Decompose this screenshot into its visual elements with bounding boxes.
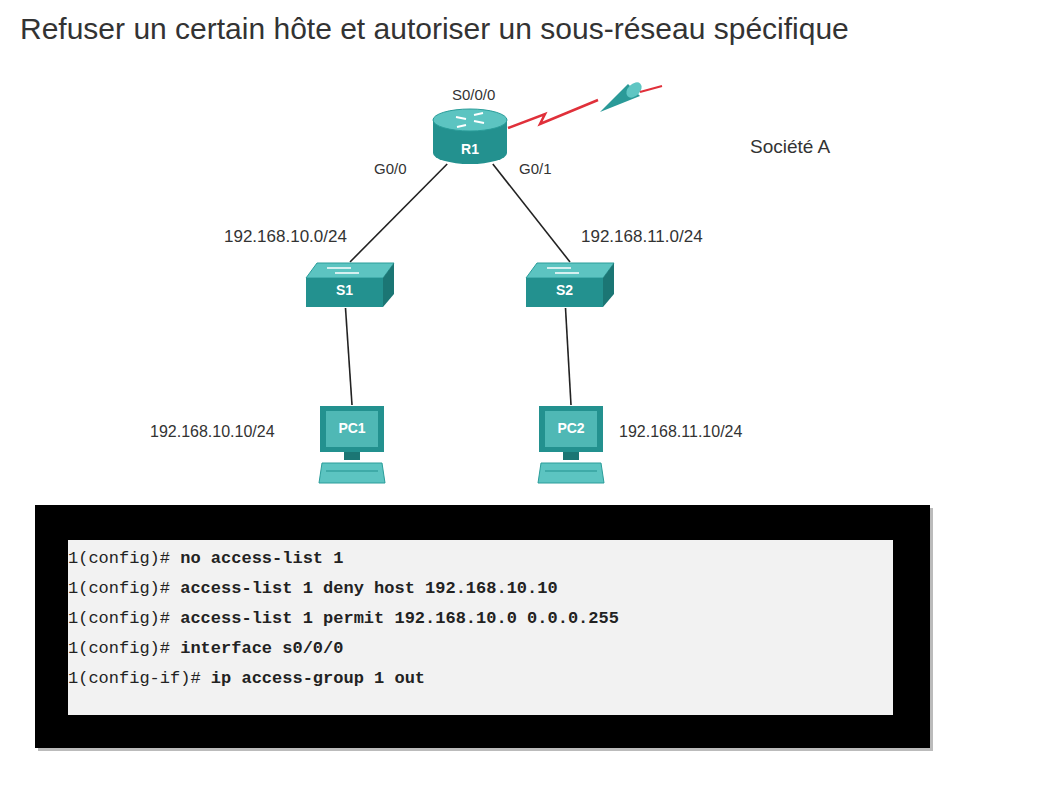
switch-node: S1	[305, 262, 395, 308]
network-link	[346, 308, 353, 405]
subnet-address: 192.168.11.0/24	[581, 227, 703, 247]
device-name: PC2	[537, 405, 605, 436]
company-name: Société A	[750, 136, 830, 158]
interface-name: G0/0	[374, 160, 407, 177]
switch-node: S2	[525, 262, 615, 308]
subnet-address: 192.168.10.0/24	[224, 227, 347, 247]
terminal-window: 1(config)# no access-list 11(config)# ac…	[35, 505, 930, 748]
pc-node: PC2	[537, 405, 605, 485]
wan-icon	[600, 79, 662, 112]
network-link	[350, 164, 447, 262]
page-title: Refuser un certain hôte et autoriser un …	[20, 12, 849, 46]
network-link	[566, 308, 572, 405]
pc-symbol	[537, 405, 605, 485]
device-name: S2	[525, 262, 615, 298]
pc-node: PC1	[318, 405, 386, 485]
device-name: S1	[305, 262, 395, 298]
serial-link	[508, 100, 598, 128]
router-node: R1	[432, 108, 508, 164]
pc-symbol	[318, 405, 386, 485]
command-line: 1(config)# no access-list 1	[68, 544, 893, 574]
device-name: PC1	[318, 405, 386, 436]
host-address: 192.168.10.10/24	[150, 423, 275, 441]
terminal-shadow	[38, 508, 933, 751]
command-line: 1(config)# interface s0/0/0	[68, 634, 893, 664]
host-address: 192.168.11.10/24	[619, 423, 742, 441]
interface-name: S0/0/0	[452, 86, 495, 103]
interface-name: G0/1	[519, 160, 552, 177]
command-line: 1(config)# access-list 1 permit 192.168.…	[68, 604, 893, 634]
command-line: 1(config)# access-list 1 deny host 192.1…	[68, 574, 893, 604]
network-link	[493, 164, 570, 262]
device-name: R1	[432, 108, 508, 157]
command-line: 1(config-if)# ip access-group 1 out	[68, 664, 893, 694]
terminal-panel: 1(config)# no access-list 11(config)# ac…	[68, 540, 893, 715]
